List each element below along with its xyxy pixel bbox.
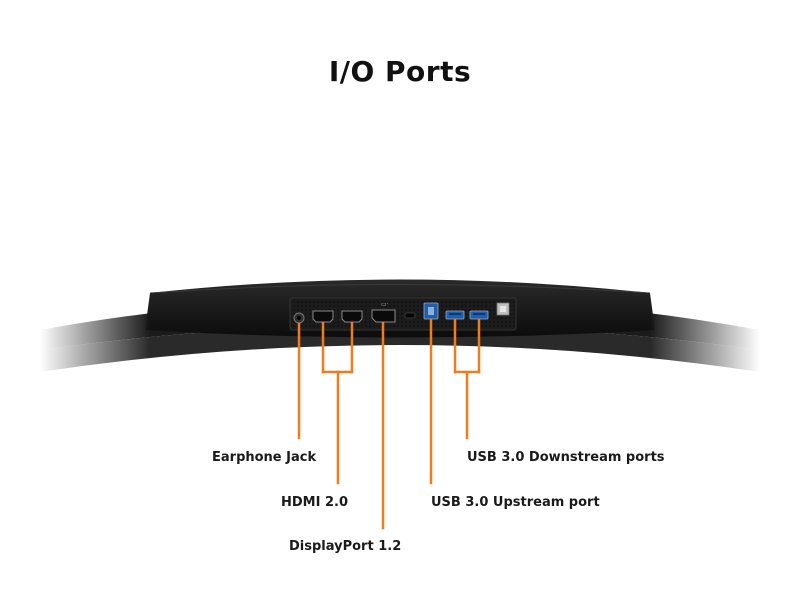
label-displayport: DisplayPort 1.2 xyxy=(289,539,402,554)
monitor-body xyxy=(40,279,760,390)
service-port-icon xyxy=(496,302,510,316)
displayport-icon[interactable]: ▭· xyxy=(371,301,396,323)
label-usb-upstream: USB 3.0 Upstream port xyxy=(431,495,600,510)
label-hdmi: HDMI 2.0 xyxy=(281,495,348,510)
page-title: I/O Ports xyxy=(328,55,472,88)
callout-lines xyxy=(297,318,481,530)
usb-a-port-icon[interactable] xyxy=(469,310,489,320)
hdmi-port-icon[interactable] xyxy=(312,310,334,323)
label-earphone-jack: Earphone Jack xyxy=(212,450,317,465)
kensington-slot-icon xyxy=(404,312,416,319)
hdmi-port-icon[interactable] xyxy=(341,310,363,323)
label-usb-downstream: USB 3.0 Downstream ports xyxy=(467,450,665,465)
usb-b-port-icon[interactable] xyxy=(423,302,439,320)
usb-a-port-icon[interactable] xyxy=(445,310,465,320)
svg-text:▭·: ▭· xyxy=(381,301,389,308)
audio-jack-icon[interactable] xyxy=(293,312,305,324)
